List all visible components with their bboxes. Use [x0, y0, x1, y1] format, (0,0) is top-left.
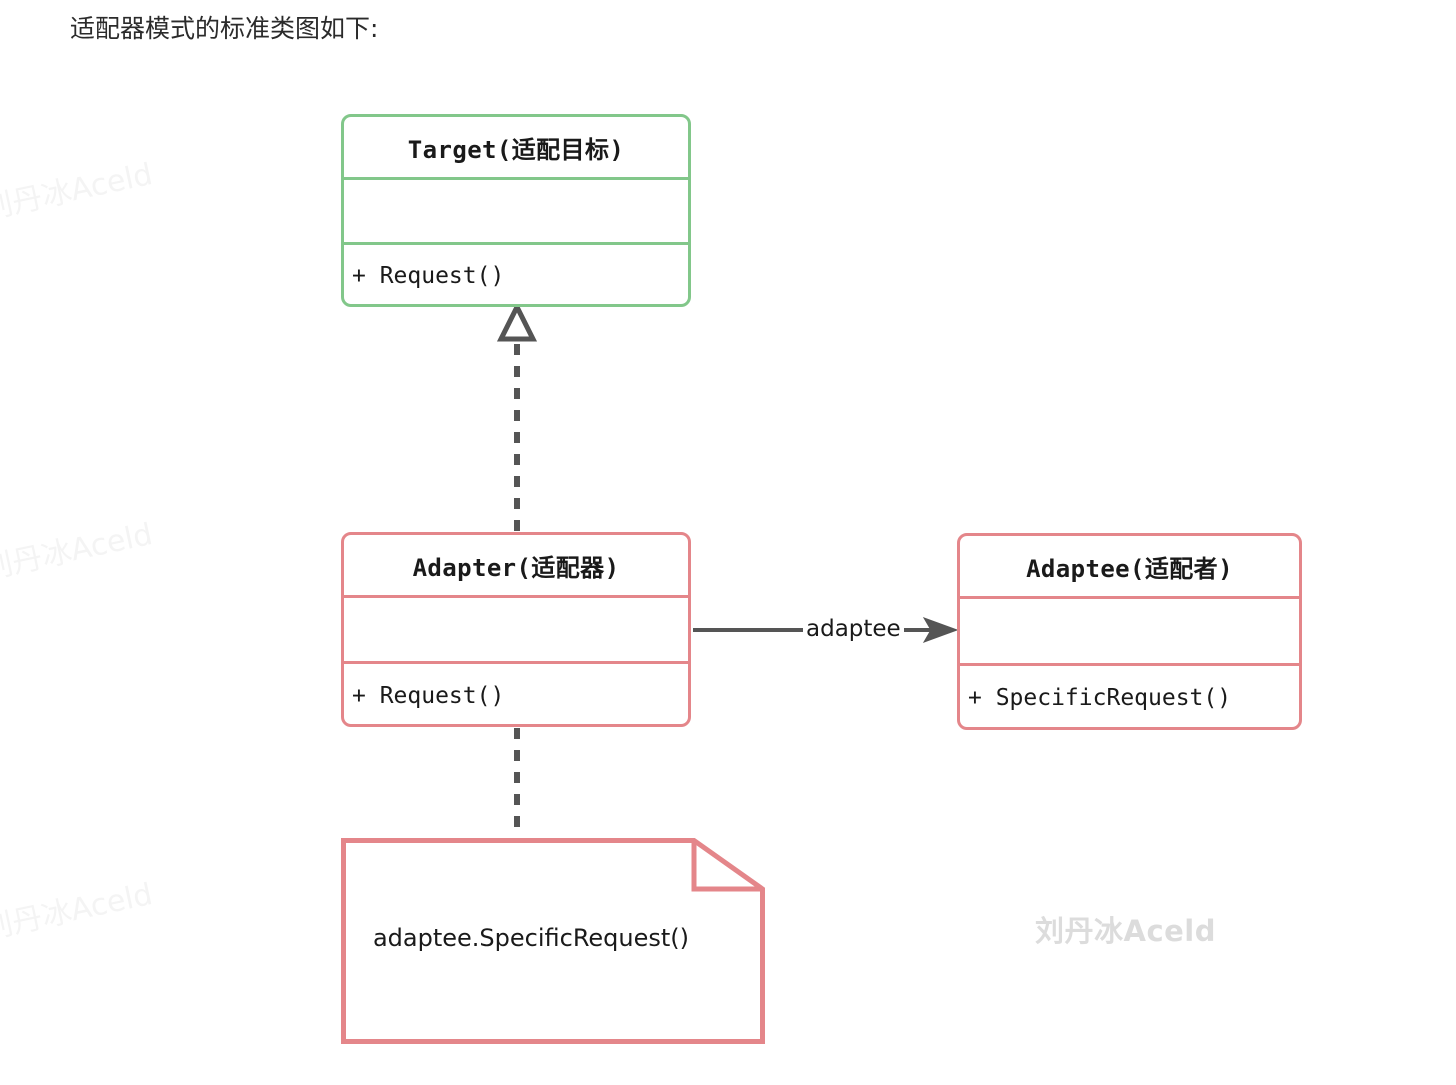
class-method-adaptee-specificrequest: + SpecificRequest(): [968, 685, 1232, 711]
note-box-adapter-implementation[interactable]: adaptee.SpecificRequest(): [341, 838, 765, 1044]
note-text: adaptee.SpecificRequest(): [372, 924, 690, 952]
watermark-edge-top: 刘丹冰Aceld: [0, 156, 156, 228]
class-box-adapter[interactable]: Adapter(适配器) + Request(): [341, 532, 691, 727]
class-divider: [344, 177, 688, 180]
association-label-adaptee: adaptee: [803, 616, 904, 642]
note-shape: [341, 838, 765, 1044]
class-title-target: Target(适配目标): [407, 135, 625, 164]
class-method-target-request: + Request(): [352, 263, 505, 289]
class-box-target[interactable]: Target(适配目标) + Request(): [341, 114, 691, 307]
class-divider: [344, 595, 688, 598]
watermark-main: 刘丹冰Aceld: [1035, 914, 1217, 948]
class-attributes-adaptee: [960, 599, 1299, 663]
class-box-adaptee[interactable]: Adaptee(适配者) + SpecificRequest(): [957, 533, 1302, 730]
watermark-edge-middle: 刘丹冰Aceld: [0, 516, 156, 588]
class-divider: [960, 596, 1299, 599]
class-attributes-adapter: [344, 598, 688, 661]
class-divider: [344, 242, 688, 245]
realization-adapter-to-target: [496, 301, 538, 531]
class-attributes-target: [344, 180, 688, 242]
class-divider: [960, 663, 1299, 666]
class-method-adapter-request: + Request(): [352, 682, 505, 709]
watermark-edge-bottom: 刘丹冰Aceld: [0, 876, 156, 948]
page-title: 适配器模式的标准类图如下:: [70, 14, 379, 43]
class-divider: [344, 661, 688, 664]
class-title-adapter: Adapter(适配器): [412, 553, 620, 582]
class-title-adaptee: Adaptee(适配者): [1026, 554, 1233, 583]
